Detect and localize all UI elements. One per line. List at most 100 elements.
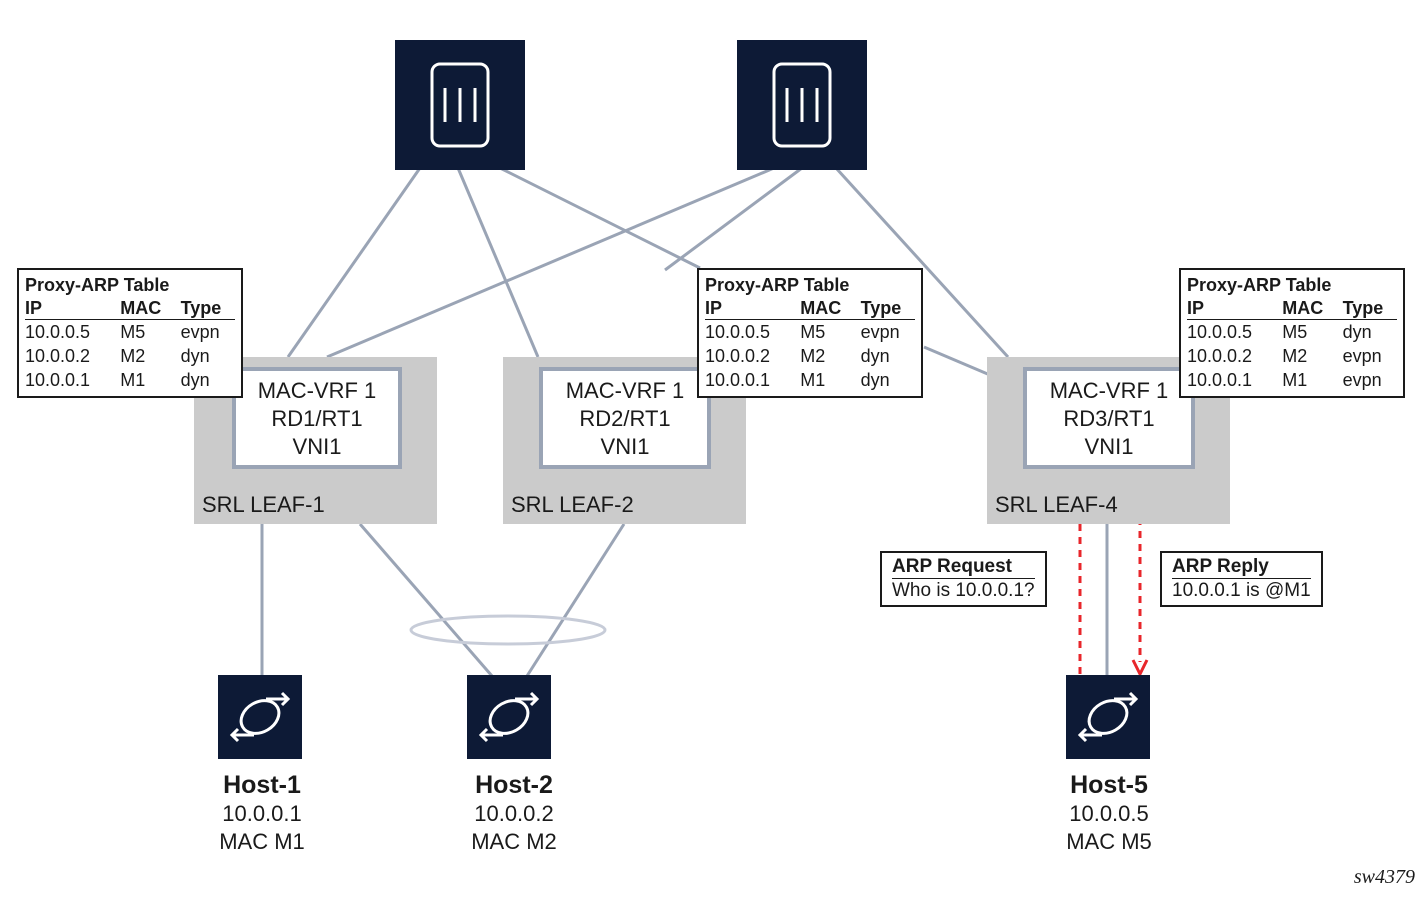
cell-type: dyn <box>180 370 210 390</box>
host-1-node <box>218 675 302 759</box>
cell-mac: M5 <box>800 322 826 342</box>
vrf-rd-rt: RD3/RT1 <box>1063 406 1155 431</box>
mac-vrf-box: MAC-VRF 1 RD2/RT1 VNI1 <box>539 367 711 469</box>
arp-request-title: ARP Request <box>892 555 1035 579</box>
host-name: Host-1 <box>223 771 301 799</box>
host-arrows-icon <box>1077 691 1139 743</box>
leaf-name: SRL LEAF-4 <box>995 492 1118 517</box>
cell-ip: 10.0.0.2 <box>705 346 771 366</box>
host-arrows-icon <box>478 691 540 743</box>
cell-ip: 10.0.0.5 <box>1187 322 1253 342</box>
header-type: Type <box>180 298 222 318</box>
cell-ip: 10.0.0.2 <box>1187 346 1253 366</box>
mac-vrf-box: MAC-VRF 1 RD3/RT1 VNI1 <box>1023 367 1195 469</box>
table-row: 10.0.0.5 M5 evpn <box>705 320 915 344</box>
link-spine1-leaf4-b <box>923 345 991 377</box>
proxy-arp-table-leaf4: Proxy-ARP Table IP MAC Type 10.0.0.5 M5 … <box>1179 268 1405 398</box>
table-row: 10.0.0.1 M1 evpn <box>1187 368 1397 392</box>
leaf-name: SRL LEAF-2 <box>511 492 634 517</box>
cell-ip: 10.0.0.1 <box>1187 370 1253 390</box>
host-mac: MAC M5 <box>1066 829 1152 854</box>
header-type: Type <box>860 298 902 318</box>
vrf-vni: VNI1 <box>292 434 342 459</box>
host-mac: MAC M1 <box>219 829 305 854</box>
spine-switch-1 <box>395 40 525 170</box>
header-type: Type <box>1342 298 1384 318</box>
table-row: 10.0.0.2 M2 dyn <box>25 344 235 368</box>
cell-ip: 10.0.0.5 <box>25 322 91 342</box>
cell-type: dyn <box>860 370 890 390</box>
host-2-label: Host-2 10.0.0.2 MAC M2 <box>414 770 614 856</box>
table-row: 10.0.0.2 M2 evpn <box>1187 344 1397 368</box>
table-title: Proxy-ARP Table <box>1187 275 1332 295</box>
table-header: IP MAC Type <box>25 297 235 320</box>
vrf-vni: VNI1 <box>600 434 650 459</box>
table-row: 10.0.0.1 M1 dyn <box>25 368 235 392</box>
link-spine2-leaf1 <box>326 166 775 359</box>
host-ip: 10.0.0.1 <box>222 801 302 826</box>
leaf-name: SRL LEAF-1 <box>202 492 325 517</box>
link-spine2-leaf2 <box>664 166 803 272</box>
host-5-node <box>1066 675 1150 759</box>
proxy-arp-table-leaf2: Proxy-ARP Table IP MAC Type 10.0.0.5 M5 … <box>697 268 923 398</box>
vrf-name: MAC-VRF 1 <box>1049 378 1169 403</box>
link-leaf1-host2 <box>358 523 494 677</box>
link-spine1-leaf1 <box>286 167 422 358</box>
header-mac: MAC <box>800 298 842 318</box>
lag-ellipse <box>409 614 607 646</box>
cell-type: dyn <box>860 346 890 366</box>
cell-type: dyn <box>180 346 210 366</box>
cell-ip: 10.0.0.2 <box>25 346 91 366</box>
cell-mac: M5 <box>120 322 146 342</box>
spine-switch-2 <box>737 40 867 170</box>
vrf-name: MAC-VRF 1 <box>257 378 377 403</box>
header-mac: MAC <box>120 298 162 318</box>
link-spine2-leaf4 <box>834 166 1010 359</box>
table-row: 10.0.0.1 M1 dyn <box>705 368 915 392</box>
arp-reply-body: 10.0.0.1 is @M1 <box>1172 580 1311 601</box>
arp-request-callout: ARP Request Who is 10.0.0.1? <box>880 551 1047 607</box>
header-mac: MAC <box>1282 298 1324 318</box>
cell-type: dyn <box>1342 322 1372 342</box>
cell-type: evpn <box>1342 370 1382 390</box>
cell-type: evpn <box>180 322 220 342</box>
header-ip: IP <box>25 298 43 318</box>
cell-type: evpn <box>860 322 900 342</box>
table-title: Proxy-ARP Table <box>705 275 850 295</box>
arp-reply-title: ARP Reply <box>1172 555 1311 579</box>
table-row: 10.0.0.5 M5 evpn <box>25 320 235 344</box>
proxy-arp-table-leaf1: Proxy-ARP Table IP MAC Type 10.0.0.5 M5 … <box>17 268 243 398</box>
table-row: 10.0.0.5 M5 dyn <box>1187 320 1397 344</box>
table-header: IP MAC Type <box>1187 297 1397 320</box>
vrf-name: MAC-VRF 1 <box>565 378 685 403</box>
host-5-label: Host-5 10.0.0.5 MAC M5 <box>1009 770 1209 856</box>
leaf-switch-2: MAC-VRF 1 RD2/RT1 VNI1 SRL LEAF-2 <box>503 357 746 524</box>
cell-ip: 10.0.0.1 <box>25 370 91 390</box>
host-arrows-icon <box>229 691 291 743</box>
host-name: Host-2 <box>475 771 553 799</box>
spine-switch-icon <box>430 62 490 148</box>
host-1-label: Host-1 10.0.0.1 MAC M1 <box>162 770 362 856</box>
table-header: IP MAC Type <box>705 297 915 320</box>
host-ip: 10.0.0.2 <box>474 801 554 826</box>
table-title: Proxy-ARP Table <box>25 275 170 295</box>
arp-request-body: Who is 10.0.0.1? <box>892 580 1035 601</box>
spine-switch-icon <box>772 62 832 148</box>
link-spine1-leaf4 <box>499 166 701 270</box>
host-name: Host-5 <box>1070 771 1148 799</box>
cell-ip: 10.0.0.5 <box>705 322 771 342</box>
table-row: 10.0.0.2 M2 dyn <box>705 344 915 368</box>
link-spine1-leaf2 <box>456 167 540 358</box>
host-ip: 10.0.0.5 <box>1069 801 1149 826</box>
host-mac: MAC M2 <box>471 829 557 854</box>
cell-mac: M2 <box>120 346 146 366</box>
arp-reply-callout: ARP Reply 10.0.0.1 is @M1 <box>1160 551 1323 607</box>
vrf-rd-rt: RD2/RT1 <box>579 406 671 431</box>
cell-mac: M1 <box>800 370 826 390</box>
cell-ip: 10.0.0.1 <box>705 370 771 390</box>
cell-mac: M5 <box>1282 322 1308 342</box>
header-ip: IP <box>705 298 723 318</box>
vrf-vni: VNI1 <box>1084 434 1134 459</box>
cell-type: evpn <box>1342 346 1382 366</box>
header-ip: IP <box>1187 298 1205 318</box>
